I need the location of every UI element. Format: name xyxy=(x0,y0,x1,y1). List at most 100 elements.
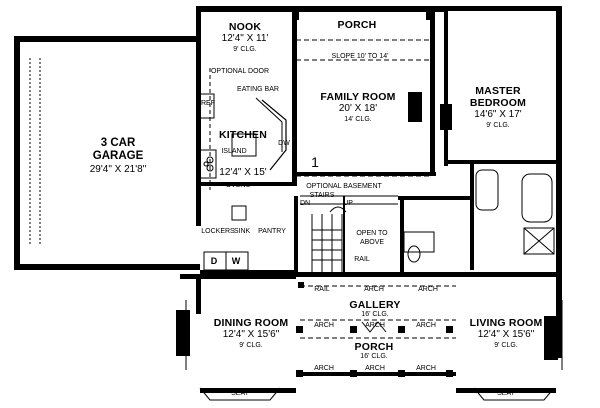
open-to-above-1: OPEN TO xyxy=(356,230,388,237)
wall-dining-bottom xyxy=(200,388,296,393)
kitchen-label: KITCHEN xyxy=(218,129,268,141)
column xyxy=(350,370,357,377)
wall-top-left xyxy=(198,6,446,12)
column xyxy=(426,6,433,20)
wall-bath-top xyxy=(470,160,560,164)
master-bedroom-label-1: MASTER xyxy=(475,85,521,97)
family-room-label: FAMILY ROOM xyxy=(320,91,396,103)
optional-door-note: OPTIONAL DOOR xyxy=(210,68,270,75)
wall-family-bottom xyxy=(296,172,436,176)
ref-note: REF xyxy=(201,100,215,107)
family-room-dims: 20' X 18' xyxy=(338,103,378,114)
wall-garage-bottom xyxy=(14,264,200,270)
open-to-above-2: ABOVE xyxy=(359,239,385,246)
wall-bath-left xyxy=(470,160,474,270)
fireplace-dining xyxy=(176,310,190,356)
column xyxy=(446,370,453,377)
fireplace-living xyxy=(544,316,558,360)
island-note: ISLAND xyxy=(221,148,247,155)
wall-porch-bottom xyxy=(296,372,456,376)
living-room-label: LIVING ROOM xyxy=(469,317,543,329)
dn-note: DN xyxy=(299,200,311,207)
wall-top-right xyxy=(446,6,560,11)
wall-stair-right xyxy=(400,196,404,276)
wall-right xyxy=(556,6,562,270)
arch-living: ARCH xyxy=(416,322,436,329)
sink-note: SINK xyxy=(233,228,251,235)
column xyxy=(398,326,405,333)
garage-dims: 29'4" X 21'8" xyxy=(89,164,147,175)
column xyxy=(298,282,304,288)
wall-stair-left xyxy=(294,196,298,276)
fireplace-family xyxy=(408,92,422,122)
gallery-ceiling: 16' CLG. xyxy=(361,311,389,318)
wall-closet-top xyxy=(398,196,472,200)
living-room-dims: 12'4" X 15'6" xyxy=(477,329,535,340)
dw-note: DW xyxy=(278,140,290,147)
arch-porch-2: ARCH xyxy=(365,365,385,372)
arch-gallery-mid: ARCH xyxy=(365,322,385,329)
wall-kitchen-bottom xyxy=(200,182,296,186)
nook-dims: 12'4" X 11' xyxy=(221,33,269,44)
washer-label: W xyxy=(231,256,241,266)
wall-dining-top xyxy=(180,274,296,279)
wall-family-right xyxy=(430,6,435,176)
nook-ceiling: 9' CLG. xyxy=(233,46,257,53)
up-note: UP xyxy=(343,200,353,207)
wall-dining-left xyxy=(196,274,201,314)
fireplace-master xyxy=(440,104,452,130)
dining-room-label: DINING ROOM xyxy=(213,317,289,329)
column xyxy=(296,326,303,333)
rail-gallery-note: RAIL xyxy=(314,286,330,293)
dining-room-dims: 12'4" X 15'6" xyxy=(222,329,280,340)
arch-gallery-1: ARCH xyxy=(364,286,384,293)
seat-left-note: SEAT xyxy=(231,390,249,397)
wall-living-bottom xyxy=(456,388,556,393)
porch-bottom-ceiling: 16' CLG. xyxy=(360,353,388,360)
living-room-ceiling: 9' CLG. xyxy=(494,342,518,349)
pantry-note: PANTRY xyxy=(258,228,286,235)
stairs-note: STAIRS xyxy=(309,192,335,199)
arch-porch-3: ARCH xyxy=(416,365,436,372)
eating-bar-note: EATING BAR xyxy=(237,86,279,93)
wall-mid xyxy=(294,272,560,277)
slope-note: SLOPE 10' TO 14' xyxy=(331,53,389,60)
garage-label-2: GARAGE xyxy=(92,150,144,162)
arch-porch-1: ARCH xyxy=(314,365,334,372)
arch-dining: ARCH xyxy=(314,322,334,329)
porch-bottom-label: PORCH xyxy=(354,341,394,353)
step-mark: 1 xyxy=(311,154,319,170)
column xyxy=(296,370,303,377)
wall-right-lower xyxy=(556,270,562,358)
wall-master-bottom xyxy=(448,160,470,164)
family-room-ceiling: 14' CLG. xyxy=(344,116,372,123)
garage-label-1: 3 CAR xyxy=(100,137,136,149)
ovens-note: OVENS xyxy=(225,182,251,189)
master-bedroom-ceiling: 9' CLG. xyxy=(486,122,510,129)
master-bedroom-dims: 14'6" X 17' xyxy=(474,109,522,120)
wall-nook-family xyxy=(292,6,297,186)
porch-top-label: PORCH xyxy=(337,19,377,31)
dryer-label: D xyxy=(210,256,218,266)
column xyxy=(398,370,405,377)
wall-mud-bottom xyxy=(200,270,296,275)
wall-garage-top xyxy=(14,36,200,42)
arch-gallery-2: ARCH xyxy=(418,286,438,293)
seat-right-note: SEAT xyxy=(497,390,515,397)
column xyxy=(350,326,357,333)
wall-garage-left xyxy=(14,36,20,270)
lockers-note: LOCKERS xyxy=(201,228,235,235)
column xyxy=(446,326,453,333)
column xyxy=(292,6,299,20)
optional-basement-note: OPTIONAL BASEMENT xyxy=(306,183,382,190)
rail-stair-note: RAIL xyxy=(354,256,370,263)
master-bedroom-label-2: BEDROOM xyxy=(469,97,527,109)
dining-room-ceiling: 9' CLG. xyxy=(239,342,263,349)
wall-master-left xyxy=(444,6,448,166)
gallery-label: GALLERY xyxy=(349,299,401,311)
kitchen-dims: 12'4" X 15' xyxy=(219,167,267,178)
wall-garage-right xyxy=(196,6,201,226)
nook-label: NOOK xyxy=(228,21,262,33)
